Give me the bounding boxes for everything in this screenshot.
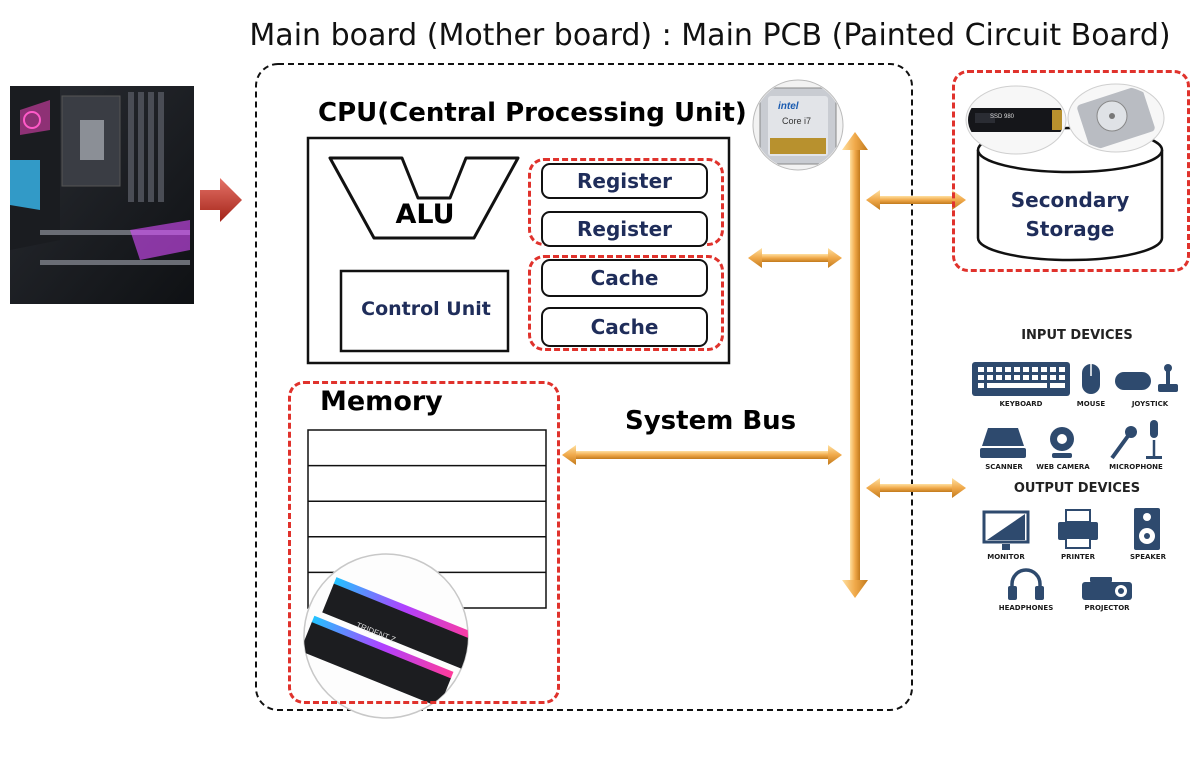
devices-bus-arrow <box>866 478 966 498</box>
device-caption-scanner: SCANNER <box>985 463 1023 471</box>
device-caption-speaker: SPEAKER <box>1130 553 1166 561</box>
device-caption-joystick: JOYSTICK <box>1131 400 1169 408</box>
cpu-label: CPU(Central Processing Unit) <box>318 98 747 128</box>
pointer-arrow-icon <box>200 178 242 222</box>
webcam-icon <box>1050 427 1074 458</box>
monitor-icon <box>982 510 1030 550</box>
ram-sticks-image <box>303 553 469 719</box>
cpu-chip-brand: intel <box>778 101 799 112</box>
cache-group <box>528 255 724 351</box>
control-unit-box <box>339 269 510 353</box>
system-bus-vertical <box>842 132 868 598</box>
alu-label: ALU <box>395 199 455 230</box>
device-caption-monitor: MONITOR <box>987 553 1025 561</box>
microphone-icon <box>1110 420 1162 460</box>
storage-bus-arrow <box>866 190 966 210</box>
keyboard-icon <box>972 362 1070 396</box>
cpu-chip-model: Core i7 <box>782 116 812 126</box>
scanner-icon <box>980 428 1026 458</box>
device-caption-projector: PROJECTOR <box>1084 604 1130 612</box>
headphones-icon <box>1008 568 1044 600</box>
device-caption-webcam: WEB CAMERA <box>1036 463 1090 471</box>
mouse-icon <box>1082 364 1100 394</box>
mainboard-boundary <box>255 63 913 711</box>
device-caption-microphone: MICROPHONE <box>1109 463 1163 471</box>
system-bus-label: System Bus <box>625 406 797 436</box>
output-devices-heading: OUTPUT DEVICES <box>1013 481 1141 496</box>
device-caption-mouse: MOUSE <box>1076 400 1106 408</box>
joystick-icon <box>1115 364 1178 392</box>
register-box-2: Register <box>541 211 708 247</box>
control-unit-label: Control Unit <box>361 298 491 320</box>
page-title: Main board (Mother board) : Main PCB (Pa… <box>249 18 1171 53</box>
device-caption-keyboard: KEYBOARD <box>999 400 1043 408</box>
register-box-1: Register <box>541 163 708 199</box>
memory-label: Memory <box>320 386 443 417</box>
ssd-text: SSD 980 <box>990 114 1015 120</box>
device-caption-printer: PRINTER <box>1061 553 1095 561</box>
projector-icon <box>1082 577 1132 600</box>
storage-label-line2: Storage <box>1025 217 1115 241</box>
cache-box-1: Cache <box>541 259 708 297</box>
cpu-chip-image <box>752 79 844 171</box>
input-devices-heading: INPUT DEVICES <box>1021 328 1133 343</box>
storage-group <box>952 70 1190 272</box>
motherboard-image <box>10 86 194 304</box>
storage-label-line1: Secondary <box>1010 188 1130 212</box>
printer-icon <box>1058 509 1098 549</box>
cpu-bus-arrow <box>748 248 842 268</box>
ssd-image <box>965 85 1067 155</box>
memory-group <box>288 381 560 704</box>
speaker-icon <box>1134 508 1160 550</box>
hdd-image <box>1067 83 1165 153</box>
cache-box-2: Cache <box>541 307 708 347</box>
memory-bus-arrow <box>562 445 842 465</box>
alu-shape <box>328 156 520 240</box>
device-caption-headphones: HEADPHONES <box>998 604 1054 612</box>
